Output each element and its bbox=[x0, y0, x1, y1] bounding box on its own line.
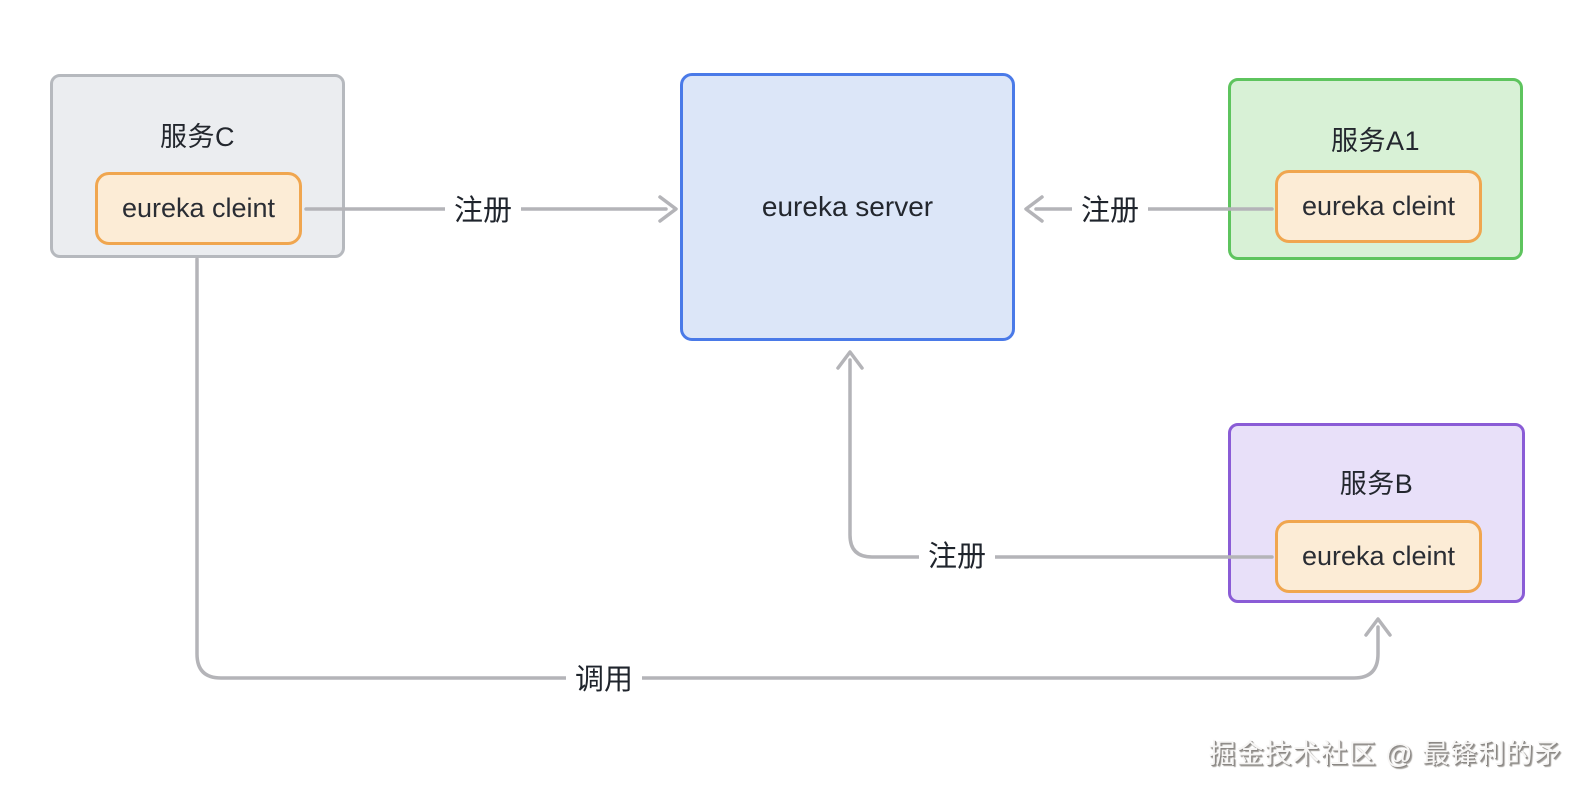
arrow-head-up-icon bbox=[1364, 617, 1392, 637]
service-b-eureka-client-box: eureka cleint bbox=[1275, 520, 1482, 593]
service-b-title: 服务B bbox=[1339, 469, 1414, 499]
service-b-eureka-client-label: eureka cleint bbox=[1301, 541, 1456, 571]
edge-c-to-server-label: 注册 bbox=[454, 194, 512, 227]
edge-c-to-server: 注册 bbox=[304, 188, 678, 230]
edge-line bbox=[848, 358, 1274, 559]
edge-label-bg bbox=[566, 657, 642, 699]
edge-b-to-server-label: 注册 bbox=[928, 540, 986, 573]
edge-label-bg bbox=[445, 188, 521, 230]
arrow-head-left-icon bbox=[1024, 195, 1044, 223]
service-a1-eureka-client-box: eureka cleint bbox=[1275, 170, 1482, 243]
node-eureka-server: eureka server bbox=[680, 73, 1015, 341]
service-c-title: 服务C bbox=[160, 122, 235, 152]
arrow-head-up-icon bbox=[836, 350, 864, 370]
service-c-eureka-client-label: eureka cleint bbox=[121, 193, 276, 223]
edge-c-to-b-label: 调用 bbox=[575, 664, 633, 696]
arrow-head-right-icon bbox=[658, 195, 678, 223]
watermark: 掘金技术社区 @ 最锋利的矛 bbox=[1208, 739, 1562, 769]
node-service-a1: 服务A1 eureka cleint bbox=[1228, 78, 1523, 260]
service-a1-eureka-client-label: eureka cleint bbox=[1301, 191, 1456, 221]
edge-a1-to-server-label: 注册 bbox=[1081, 194, 1139, 227]
service-c-eureka-client-box: eureka cleint bbox=[95, 172, 302, 245]
edge-label-bg bbox=[1072, 188, 1148, 230]
edge-label-bg bbox=[919, 534, 995, 576]
node-service-c: 服务C eureka cleint bbox=[50, 74, 345, 258]
edge-b-to-server: 注册 bbox=[836, 350, 1274, 576]
node-service-b: 服务B eureka cleint bbox=[1228, 423, 1525, 603]
service-a1-title: 服务A1 bbox=[1330, 126, 1421, 156]
eureka-server-label: eureka server bbox=[761, 191, 934, 222]
